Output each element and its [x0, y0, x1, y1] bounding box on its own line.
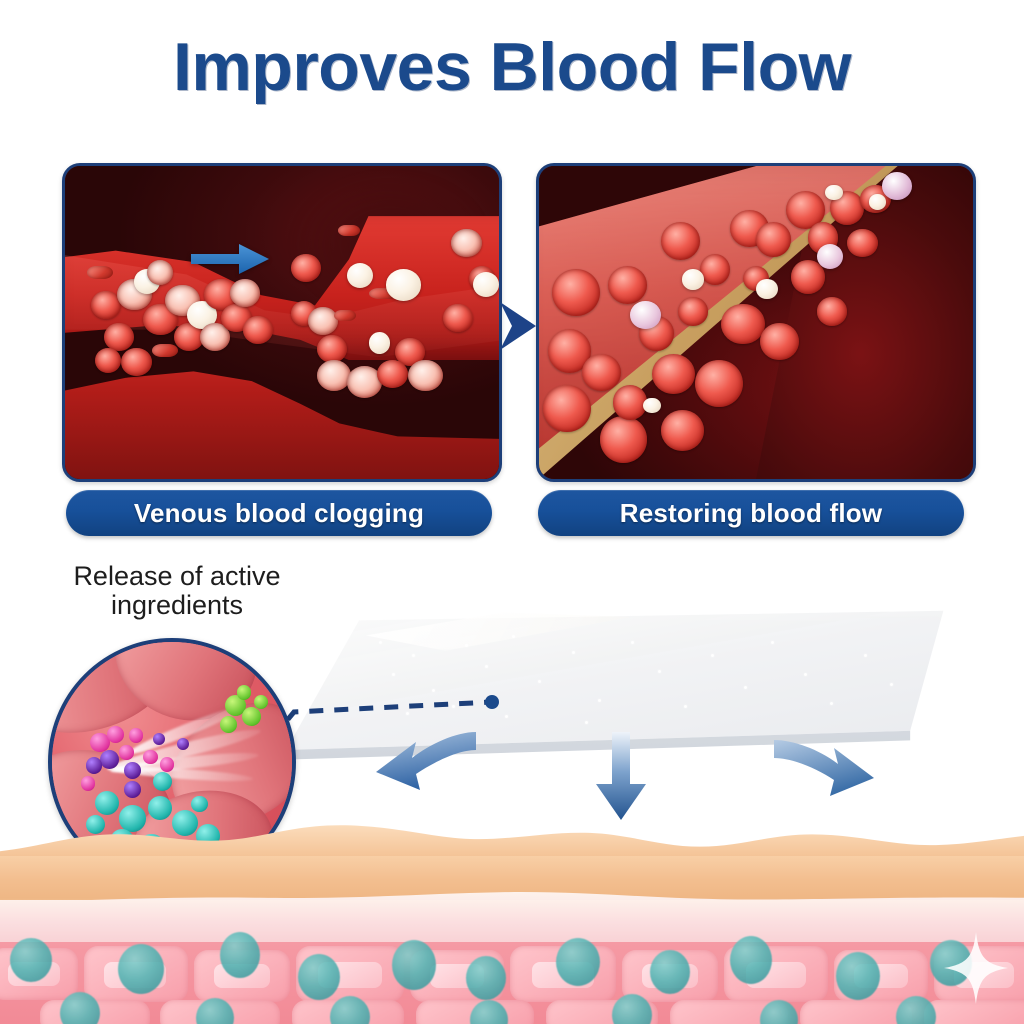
dashed-leader-line: [254, 695, 499, 760]
sparkle-icon: [944, 932, 1008, 1004]
arrow-down-icon: [596, 732, 646, 820]
flow-direction-arrow-icon: [191, 244, 269, 274]
caption-left-label: Venous blood clogging: [133, 497, 425, 528]
dermis-layer: [0, 932, 1024, 1024]
epidermis-surface: [0, 825, 1024, 862]
basal-layer: [0, 900, 1024, 948]
comparison-panel-after: [536, 163, 976, 482]
page-title: Improves Blood Flow: [172, 29, 852, 105]
skin-cross-section: [0, 816, 1024, 1024]
adhesive-patch-illustration: [286, 606, 950, 766]
caption-right-label: Restoring blood flow: [619, 497, 883, 528]
patch-perforations: [286, 606, 950, 766]
open-vessel-illustration: [539, 166, 973, 479]
arrow-down-right-icon: [774, 740, 874, 796]
comparison-panel-before: [62, 163, 502, 482]
caption-restoring-blood-flow[interactable]: Restoring blood flow: [538, 490, 964, 536]
release-of-active-ingredients-label: Release of active ingredients: [52, 561, 302, 621]
clogged-vessel-illustration: [65, 166, 499, 479]
caption-venous-blood-clogging[interactable]: Venous blood clogging: [66, 490, 492, 536]
arrow-right-icon: [500, 302, 536, 350]
release-label-line-1: Release of active: [73, 561, 281, 591]
arrow-down-left-icon: [376, 732, 476, 790]
release-label-line-2: ingredients: [110, 590, 244, 621]
